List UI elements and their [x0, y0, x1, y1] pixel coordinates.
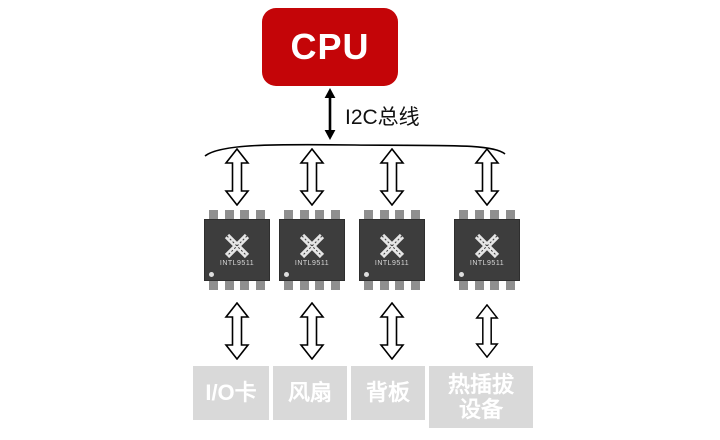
chip-pins-top — [364, 210, 420, 219]
i2c-expander-chip: INTL9511 — [454, 210, 520, 290]
chip-logo-x-icon — [224, 233, 250, 259]
chip-logo-x-icon — [474, 233, 500, 259]
chip-pin — [299, 210, 309, 219]
chip-pin — [379, 281, 389, 290]
bus-chip2-arrow-icon — [299, 148, 325, 206]
chip-pin — [315, 281, 325, 290]
pin1-dot-icon — [459, 272, 464, 277]
chip-body: INTL9511 — [359, 219, 425, 281]
device-box-backplane: 背板 — [351, 366, 425, 420]
chip1-device-arrow-icon — [224, 302, 250, 360]
chip-part-number: INTL9511 — [219, 260, 255, 267]
chip-body: INTL9511 — [454, 219, 520, 281]
bus-chip1-arrow-icon — [224, 148, 250, 206]
chip-pin — [459, 281, 468, 290]
chip-part-number: INTL9511 — [374, 260, 410, 267]
device-box-hotswap: 热插拔设备 — [429, 366, 533, 428]
chip-pin — [410, 210, 420, 219]
device-box-fan: 风扇 — [273, 366, 347, 420]
chip-pin — [410, 281, 420, 290]
chip-part-number: INTL9511 — [469, 260, 505, 267]
chip-pin — [284, 281, 293, 290]
device-box-io-card: I/O卡 — [193, 366, 269, 420]
bus-line — [204, 143, 506, 157]
chip-body: INTL9511 — [279, 219, 345, 281]
chip-pin — [474, 210, 484, 219]
chip-pin — [255, 210, 265, 219]
pin1-dot-icon — [284, 272, 289, 277]
device-label: 背板 — [365, 380, 410, 406]
chip-pin — [240, 210, 250, 219]
chip-pins-bottom — [209, 281, 265, 290]
pin1-dot-icon — [364, 272, 369, 277]
cpu-bus-arrow-icon — [324, 88, 336, 140]
chip-pins-top — [459, 210, 515, 219]
chip-pin — [284, 210, 293, 219]
chip-pin — [240, 281, 250, 290]
chip-pin — [330, 281, 340, 290]
chip-logo-x-icon — [379, 233, 405, 259]
chip-pin — [459, 210, 468, 219]
chip-pin — [379, 210, 389, 219]
device-label: 热插拔设备 — [447, 371, 514, 422]
chip4-device-arrow-icon — [475, 304, 499, 358]
chip-pin — [505, 210, 515, 219]
chip-pins-bottom — [284, 281, 340, 290]
i2c-expander-chip: INTL9511 — [204, 210, 270, 290]
chip-pins-bottom — [364, 281, 420, 290]
device-label: 风扇 — [287, 380, 332, 406]
chip-pin — [364, 210, 373, 219]
chip-pin — [490, 210, 500, 219]
chip-pin — [315, 210, 325, 219]
cpu-box: CPU — [262, 8, 398, 86]
chip2-device-arrow-icon — [299, 302, 325, 360]
chip-body: INTL9511 — [204, 219, 270, 281]
chip-pin — [490, 281, 500, 290]
i2c-expander-chip: INTL9511 — [359, 210, 425, 290]
cpu-label: CPU — [290, 26, 370, 67]
bus-chip4-arrow-icon — [474, 148, 500, 206]
chip-pin — [209, 281, 218, 290]
chip3-device-arrow-icon — [379, 302, 405, 360]
bus-chip3-arrow-icon — [379, 148, 405, 206]
chip-pins-top — [284, 210, 340, 219]
chip-pin — [224, 210, 234, 219]
chip-pin — [224, 281, 234, 290]
chip-pin — [505, 281, 515, 290]
i2c-expander-chip: INTL9511 — [279, 210, 345, 290]
chip-pin — [364, 281, 373, 290]
chip-pin — [395, 210, 405, 219]
device-label: I/O卡 — [205, 380, 257, 406]
bus-label: I2C总线 — [345, 106, 420, 129]
chip-pin — [474, 281, 484, 290]
chip-pin — [255, 281, 265, 290]
chip-part-number: INTL9511 — [294, 260, 330, 267]
chip-pin — [395, 281, 405, 290]
chip-logo-x-icon — [299, 233, 325, 259]
chip-pins-top — [209, 210, 265, 219]
chip-pin — [330, 210, 340, 219]
chip-pins-bottom — [459, 281, 515, 290]
chip-pin — [299, 281, 309, 290]
chip-pin — [209, 210, 218, 219]
pin1-dot-icon — [209, 272, 214, 277]
